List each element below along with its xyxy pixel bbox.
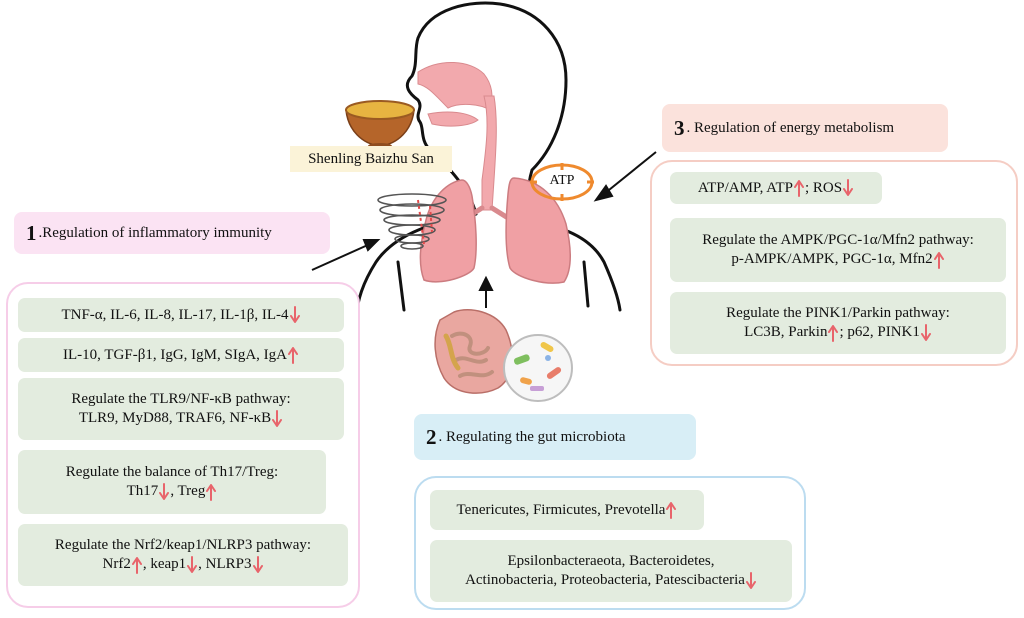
section2-item-1: Tenericutes, Firmicutes, Prevotella (430, 490, 704, 530)
formula-label: Shenling Baizhu San (290, 146, 452, 172)
down-arrow-icon (159, 482, 170, 501)
section3-title: 3 . Regulation of energy metabolism (662, 104, 948, 152)
section2-number: 2 (426, 424, 437, 449)
item-text: Th17 (126, 483, 159, 499)
atp-ring-ticks (530, 163, 594, 201)
item-text: ATP/AMP, ATP (697, 179, 793, 196)
item-text: Tenericutes, Firmicutes, Prevotella (456, 501, 666, 518)
item-line: Regulate the balance of Th17/Treg: (66, 463, 278, 482)
lung-right (505, 177, 571, 284)
item-text: Regulate the PINK1/Parkin pathway: (726, 305, 950, 321)
spiral-coil (377, 193, 447, 250)
item-text: IL-10, TGF-β1, IgG, IgM, SIgA, IgA (62, 346, 287, 363)
item-line: p-AMPK/AMPK, PGC-1α, Mfn2 (731, 250, 944, 269)
section1-number: 1 (26, 220, 37, 245)
section1-item-1: TNF-α, IL-6, IL-8, IL-17, IL-1β, IL-4 (18, 298, 344, 332)
section3-number: 3 (674, 115, 685, 140)
section2-title-text: . Regulating the gut microbiota (438, 428, 626, 445)
nasal-cavity (417, 61, 493, 111)
item-text: TLR9, MyD88, TRAF6, NF-κB (78, 410, 272, 426)
mouth-cavity (427, 111, 479, 127)
item-text: , Treg (170, 483, 206, 499)
item-text: Regulate the Nrf2/keap1/NLRP3 pathway: (54, 537, 312, 553)
down-arrow-icon (745, 571, 756, 590)
section3-item-3: Regulate the PINK1/Parkin pathway: LC3B, … (670, 292, 1006, 354)
item-line: TNF-α, IL-6, IL-8, IL-17, IL-1β, IL-4 (61, 306, 300, 325)
up-arrow-icon (933, 251, 944, 269)
down-arrow-icon (187, 555, 198, 574)
up-arrow-icon (666, 501, 677, 519)
item-line: Tenericutes, Firmicutes, Prevotella (457, 501, 678, 520)
up-arrow-icon (131, 556, 142, 574)
section1-item-2: IL-10, TGF-β1, IgG, IgM, SIgA, IgA (18, 338, 344, 372)
down-arrow-icon (920, 323, 931, 342)
section3-title-text: . Regulation of energy metabolism (686, 119, 895, 136)
item-text: Regulate the balance of Th17/Treg: (65, 464, 279, 480)
item-text: ; p62, PINK1 (839, 324, 920, 340)
trachea (481, 95, 497, 211)
item-text: TNF-α, IL-6, IL-8, IL-17, IL-1β, IL-4 (61, 306, 289, 323)
up-arrow-icon (288, 346, 298, 364)
section1-item-3: Regulate the TLR9/NF-κB pathway: TLR9, My… (18, 378, 344, 440)
item-line: Regulate the TLR9/NF-κB pathway: (71, 390, 290, 409)
section1-title-text: .Regulation of inflammatory immunity (38, 224, 272, 241)
item-text: Regulate the AMPK/PGC-1α/Mfn2 pathway: (702, 232, 974, 248)
section1-title: 1 .Regulation of inflammatory immunity (14, 212, 330, 254)
arm-left (396, 260, 406, 312)
section3-item-2: Regulate the AMPK/PGC-1α/Mfn2 pathway: p-… (670, 218, 1006, 282)
up-arrow-icon (828, 324, 839, 342)
microbiota-dish (503, 334, 573, 402)
section1-item-5: Regulate the Nrf2/keap1/NLRP3 pathway: Nr… (18, 524, 348, 586)
item-line: ATP/AMP, ATP ; ROS (698, 179, 854, 198)
item-line: IL-10, TGF-β1, IgG, IgM, SIgA, IgA (63, 346, 299, 365)
down-arrow-icon (289, 306, 300, 324)
section2-item-2: Epsilonbacteraeota, Bacteroidetes, Actino… (430, 540, 792, 602)
item-line: TLR9, MyD88, TRAF6, NF-κB (79, 409, 283, 428)
item-line: Regulate the PINK1/Parkin pathway: (726, 304, 950, 323)
atp-label: ATP (549, 173, 575, 188)
item-text: , NLRP3 (198, 556, 252, 572)
item-line: LC3B, Parkin ; p62, PINK1 (744, 323, 932, 342)
head-outline (405, 1, 568, 224)
item-text: ; ROS (804, 179, 843, 196)
item-line: Regulate the Nrf2/keap1/NLRP3 pathway: (55, 536, 311, 555)
down-arrow-icon (843, 179, 854, 197)
gut-illustration (434, 309, 513, 394)
section1-item-4: Regulate the balance of Th17/Treg: Th17 , … (18, 450, 326, 514)
bowl-soup (345, 100, 415, 120)
item-text: , keap1 (142, 556, 187, 572)
up-arrow-icon (206, 483, 217, 501)
item-text: p-AMPK/AMPK, PGC-1α, Mfn2 (731, 251, 933, 267)
connector-arrows (311, 151, 657, 308)
arm-right (582, 260, 590, 308)
down-arrow-icon (272, 409, 283, 428)
item-text: LC3B, Parkin (744, 324, 828, 340)
section2-title: 2 . Regulating the gut microbiota (414, 414, 696, 460)
coil-dashes (417, 199, 433, 245)
item-line: Th17 , Treg (127, 482, 218, 501)
item-line: Epsilonbacteraeota, Bacteroidetes, (508, 552, 715, 571)
item-text: Regulate the TLR9/NF-κB pathway: (71, 391, 291, 407)
item-line: Regulate the AMPK/PGC-1α/Mfn2 pathway: (702, 231, 974, 250)
up-arrow-icon (793, 179, 804, 197)
item-text: Nrf2 (102, 556, 131, 572)
item-text: Actinobacteria, Proteobacteria, Patescib… (465, 572, 745, 588)
item-line: Actinobacteria, Proteobacteria, Patescib… (465, 571, 757, 590)
item-line: Nrf2 , keap1 , NLRP3 (103, 555, 264, 574)
down-arrow-icon (252, 555, 263, 574)
section3-item-1: ATP/AMP, ATP ; ROS (670, 172, 882, 204)
item-text: Epsilonbacteraeota, Bacteroidetes, (507, 553, 715, 569)
